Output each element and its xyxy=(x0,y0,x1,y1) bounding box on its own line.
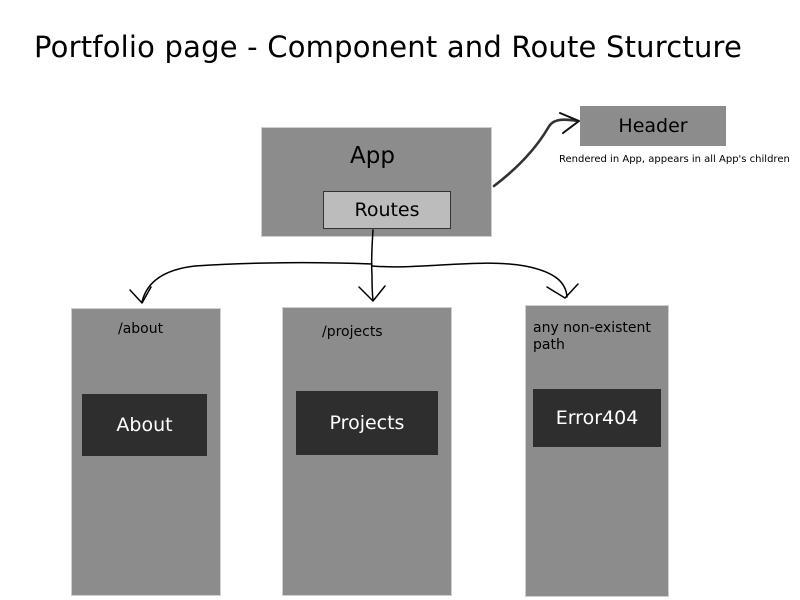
component-error404: Error404 xyxy=(533,389,661,447)
routes-stem xyxy=(370,229,374,301)
arrow-app-to-header xyxy=(492,118,580,188)
header-note: Rendered in App, appears in all App's ch… xyxy=(559,154,790,165)
arrowhead-projects xyxy=(358,285,386,302)
branch-right xyxy=(371,262,568,298)
page-title: Portfolio page - Component and Route Stu… xyxy=(34,30,743,64)
route-path-error: any non-existent path xyxy=(533,320,651,353)
component-projects: Projects xyxy=(296,391,438,455)
route-path-projects: /projects xyxy=(322,324,383,340)
arrowhead-error xyxy=(546,283,579,299)
route-path-about: /about xyxy=(118,321,164,337)
branch-left xyxy=(141,261,373,303)
app-label: App xyxy=(350,143,395,169)
header-node: Header xyxy=(580,106,726,146)
arrowhead-header xyxy=(559,112,580,134)
component-about: About xyxy=(82,394,207,456)
routes-node: Routes xyxy=(323,191,451,229)
arrowhead-about xyxy=(129,286,152,304)
route-column-error xyxy=(525,305,669,597)
